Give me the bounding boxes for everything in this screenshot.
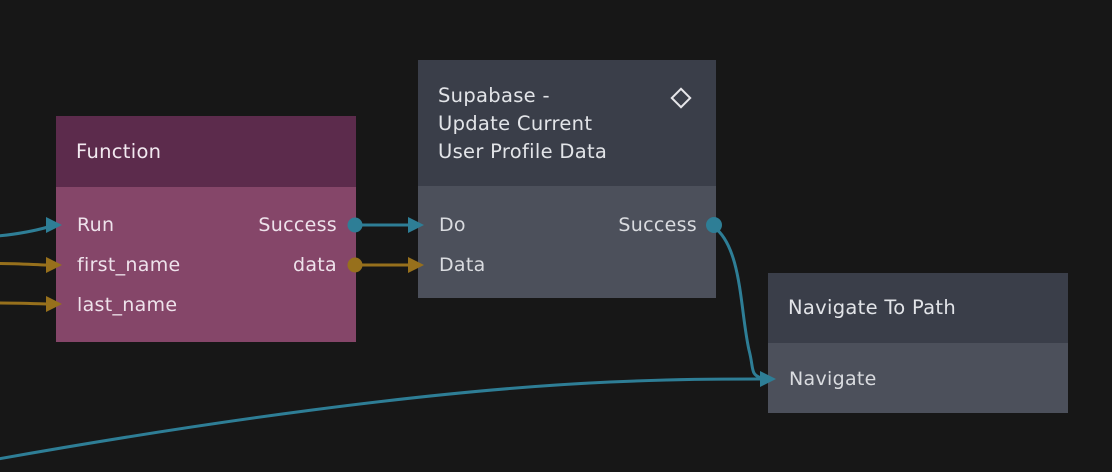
node-navigate-header[interactable]: Navigate To Path bbox=[768, 273, 1068, 343]
output-port-data[interactable]: data bbox=[293, 254, 337, 276]
port-row[interactable]: Data bbox=[418, 245, 716, 285]
node-supabase-title: Supabase - Update Current User Profile D… bbox=[438, 84, 608, 163]
node-function-body: Run Success first_name data last_name bbox=[56, 187, 356, 342]
input-port-data[interactable]: Data bbox=[439, 254, 486, 276]
node-navigate-title: Navigate To Path bbox=[788, 296, 957, 319]
port-row[interactable]: first_name data bbox=[56, 245, 356, 285]
node-supabase[interactable]: Supabase - Update Current User Profile D… bbox=[418, 60, 716, 298]
port-row[interactable]: Run Success bbox=[56, 205, 356, 245]
input-port-navigate[interactable]: Navigate bbox=[789, 368, 877, 390]
wire-success-to-navigate[interactable] bbox=[713, 225, 762, 380]
output-port-success[interactable]: Success bbox=[258, 214, 337, 236]
input-port-first-name[interactable]: first_name bbox=[77, 254, 181, 276]
diamond-component-icon bbox=[668, 85, 694, 115]
wire-in-navigate[interactable] bbox=[0, 377, 761, 461]
node-function[interactable]: Function Run Success first_name data las… bbox=[56, 116, 356, 342]
input-port-last-name[interactable]: last_name bbox=[77, 294, 178, 316]
node-navigate-body: Navigate bbox=[768, 343, 1068, 413]
node-supabase-body: Do Success Data bbox=[418, 186, 716, 298]
wire-in-first-name[interactable] bbox=[0, 262, 48, 267]
port-row[interactable]: Do Success bbox=[418, 205, 716, 245]
input-port-run[interactable]: Run bbox=[77, 214, 115, 236]
port-row[interactable]: last_name bbox=[56, 285, 356, 325]
wire-in-last-name[interactable] bbox=[0, 301, 48, 306]
node-function-title: Function bbox=[76, 139, 162, 163]
wire-in-run[interactable] bbox=[0, 225, 49, 238]
node-supabase-header[interactable]: Supabase - Update Current User Profile D… bbox=[418, 60, 716, 186]
node-navigate-to-path[interactable]: Navigate To Path Navigate bbox=[768, 273, 1068, 413]
port-row[interactable]: Navigate bbox=[768, 359, 1068, 399]
node-function-header[interactable]: Function bbox=[56, 116, 356, 187]
output-port-success[interactable]: Success bbox=[618, 214, 697, 236]
input-port-do[interactable]: Do bbox=[439, 214, 466, 236]
